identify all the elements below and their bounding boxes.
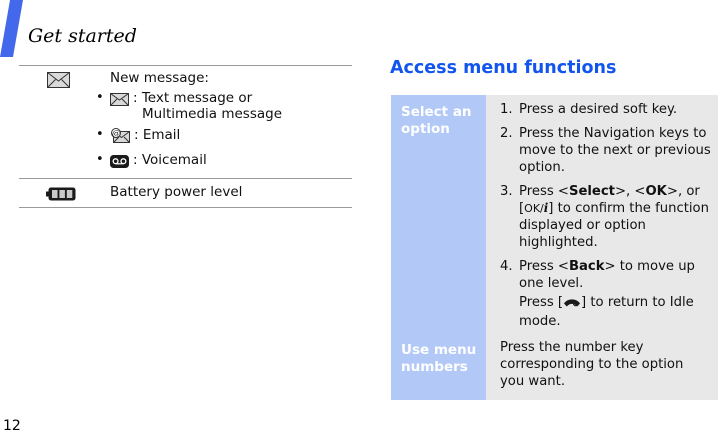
table-body-cell: Press the number key corresponding to th… (486, 333, 718, 400)
row-title: Battery power level (110, 184, 243, 200)
bullet-dot: • (96, 152, 104, 167)
bullet-text: : Text message or Multimedia message (133, 90, 283, 122)
step-text: Press a desired soft key. (519, 102, 678, 117)
softkey-label: Select (568, 184, 615, 199)
table-row: New message: • : Text message or Multime… (19, 65, 352, 178)
voicemail-icon (110, 153, 129, 172)
softkey-label: OK (645, 184, 667, 199)
ok-i-key-icon: i (543, 201, 549, 215)
new-message-envelope-icon (47, 72, 70, 92)
corner-slash-decoration (0, 0, 24, 57)
battery-icon (46, 186, 76, 205)
bullet-text: : Email (134, 127, 181, 143)
step-number: 3. (500, 184, 513, 199)
table-row: Battery power level (19, 178, 352, 207)
message-type-list: • : Text message or Multimedia message (96, 90, 352, 172)
bullet-dot: • (96, 127, 104, 142)
access-menu-table-row-1: Select an option 1. Press a desired soft… (391, 95, 718, 340)
step-number: 2. (500, 126, 513, 141)
table-body-cell: 1. Press a desired soft key. 2. Press th… (486, 95, 718, 340)
row-title: New message: (110, 70, 209, 86)
step-subtext: Press [ ] to return to Idle mode. (519, 295, 694, 329)
cell-text: Press the number key corresponding to th… (500, 340, 684, 389)
access-menu-table-row-2: Use menu numbers Press the number key co… (391, 333, 718, 400)
icon-legend-table: New message: • : Text message or Multime… (19, 65, 352, 208)
ok-i-key-icon: OK/ (524, 202, 544, 215)
list-item: • @ : Email (96, 127, 352, 147)
table-header-cell: Select an option (391, 95, 486, 340)
step-item: 4. Press <Back> to move up one level. Pr… (500, 258, 718, 330)
step-text: Press <Back> to move up one level. Press… (519, 258, 718, 330)
softkey-label: Back (568, 259, 605, 274)
step-text: Press <Select>, <OK>, or [OK/i] to confi… (519, 184, 709, 250)
email-envelope-icon: @ (110, 128, 130, 147)
step-item: 3. Press <Select>, <OK>, or [OK/i] to co… (500, 183, 718, 251)
svg-text:@: @ (112, 129, 120, 138)
step-item: 1. Press a desired soft key. (500, 101, 718, 118)
step-text: Press the Navigation keys to move to the… (519, 126, 711, 175)
step-number: 1. (500, 102, 513, 117)
chapter-header: Get started (28, 25, 137, 47)
step-item: 2. Press the Navigation keys to move to … (500, 125, 718, 176)
step-number: 4. (500, 259, 513, 274)
table-header-cell: Use menu numbers (391, 333, 486, 400)
end-call-key-icon (563, 297, 581, 312)
page-number: 12 (3, 418, 21, 434)
bullet-text: : Voicemail (133, 152, 207, 168)
section-heading: Access menu functions (390, 58, 617, 78)
text-message-envelope-icon (110, 91, 129, 110)
list-item: • : Text message or Multimedia message (96, 90, 352, 122)
list-item: • : Voicemail (96, 152, 352, 172)
bullet-dot: • (96, 90, 104, 105)
